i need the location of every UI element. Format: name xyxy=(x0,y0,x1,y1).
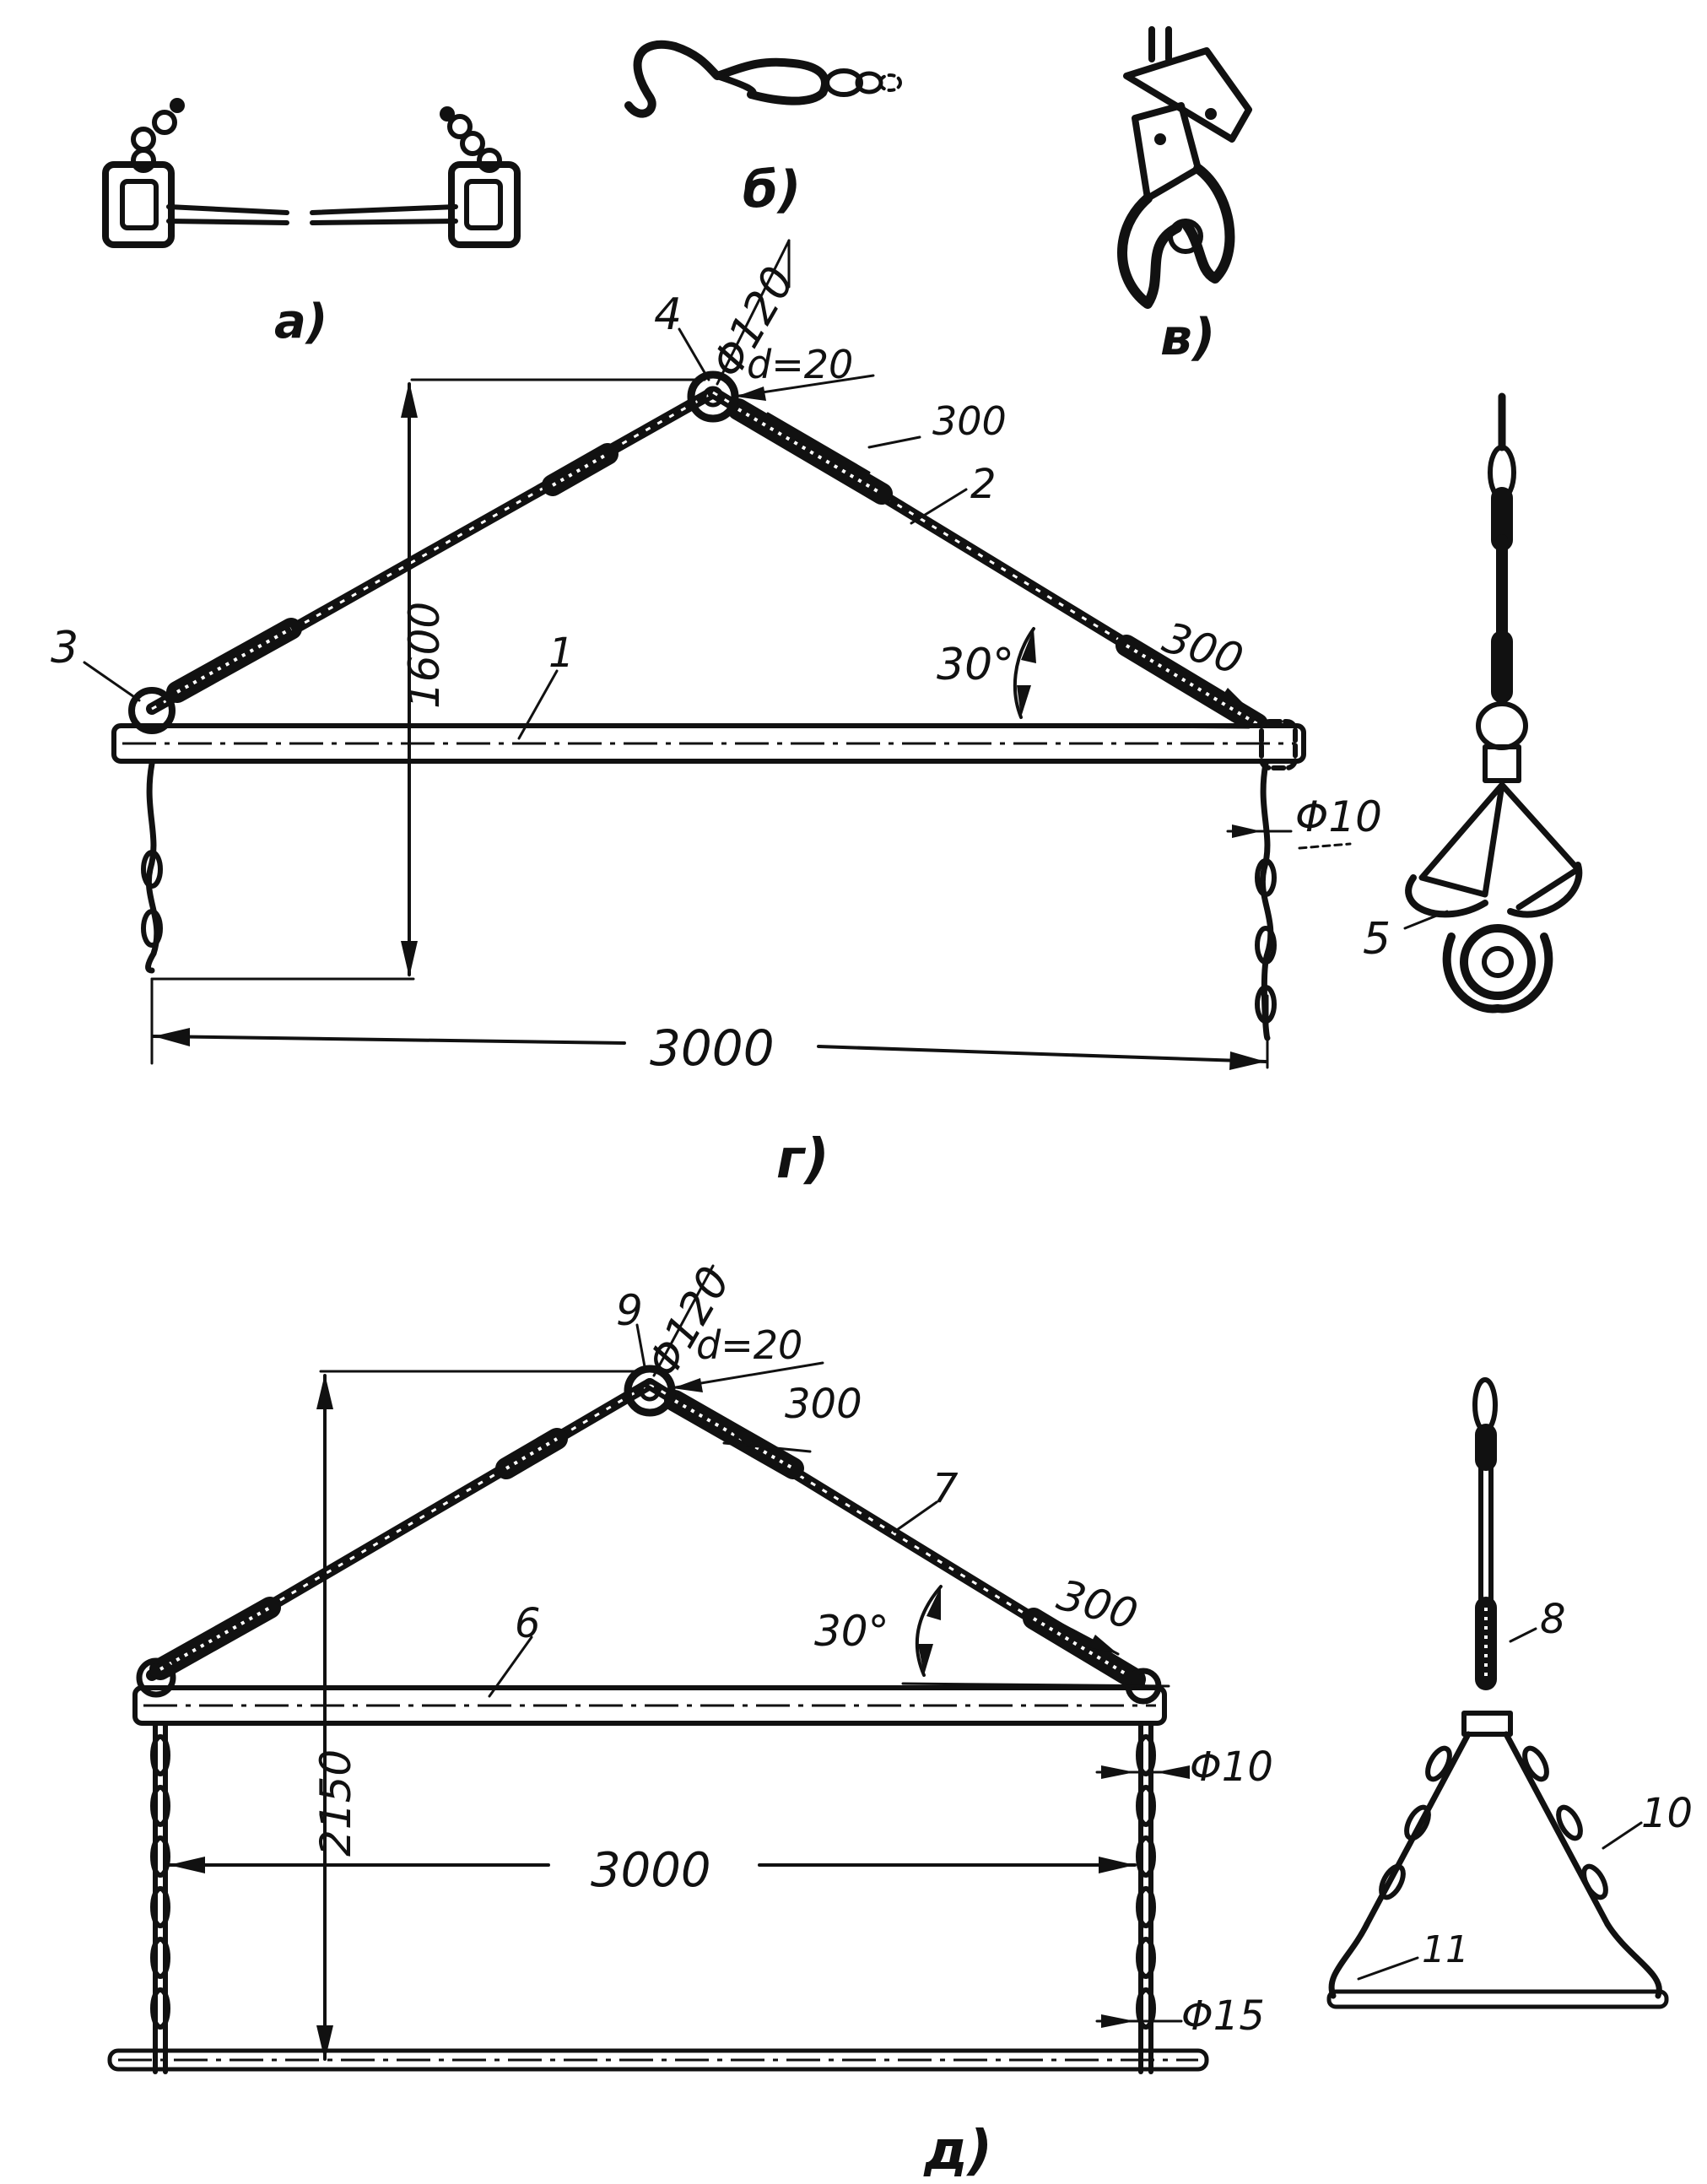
g-callout-2: 2 xyxy=(970,461,997,508)
d-callout-7: 7 xyxy=(932,1465,959,1512)
d-dia-pipe: Φ15 xyxy=(1181,1992,1265,2040)
panel-b-label: б) xyxy=(743,160,801,219)
panel-b-drawing xyxy=(624,40,902,118)
d-rope-d: d=20 xyxy=(696,1322,802,1368)
d-width: 3000 xyxy=(591,1843,711,1898)
d-callout-9: 9 xyxy=(616,1286,643,1335)
d-right-chain xyxy=(1136,1723,1156,2074)
g-callout-1: 1 xyxy=(548,630,575,677)
g-angle: 30° xyxy=(937,640,1014,690)
d-callout-6: 6 xyxy=(515,1600,541,1647)
panel-d-side-view xyxy=(1326,1377,1669,2009)
panel-g-side-view xyxy=(1405,392,1583,1014)
d-height: 2150 xyxy=(311,1749,360,1857)
d-splice-top: 300 xyxy=(785,1381,862,1428)
panel-v-label: в) xyxy=(1160,308,1215,367)
panel-g-annotations: Φ120 d=20 300 300 30° 1600 3000 Φ10 1 2 … xyxy=(51,258,1391,1077)
g-width: 3000 xyxy=(650,1019,775,1077)
panel-a-label: а) xyxy=(274,295,327,349)
panel-v-drawing xyxy=(1117,26,1252,309)
g-dia-hook: Φ10 xyxy=(1295,792,1382,841)
d-callout-10: 10 xyxy=(1641,1790,1693,1837)
d-left-chain xyxy=(150,1723,170,2074)
d-callout-8: 8 xyxy=(1540,1596,1566,1643)
panel-g-label: г) xyxy=(776,1128,829,1191)
g-height: 1600 xyxy=(400,602,449,709)
panel-d-drawing xyxy=(107,1264,1209,2074)
g-callout-3: 3 xyxy=(51,623,78,673)
d-callout-11: 11 xyxy=(1422,1928,1469,1971)
panel-a-drawing xyxy=(102,98,521,248)
d-dia-chain: Φ10 xyxy=(1190,1743,1273,1791)
g-callout-5: 5 xyxy=(1363,914,1391,965)
g-rope-d: d=20 xyxy=(747,342,853,387)
d-angle: 30° xyxy=(814,1607,889,1656)
g-splice-top: 300 xyxy=(932,398,1007,444)
g-callout-4: 4 xyxy=(654,289,682,340)
panel-g-drawing xyxy=(83,239,1449,1070)
panel-d-label: д) xyxy=(923,2120,992,2182)
